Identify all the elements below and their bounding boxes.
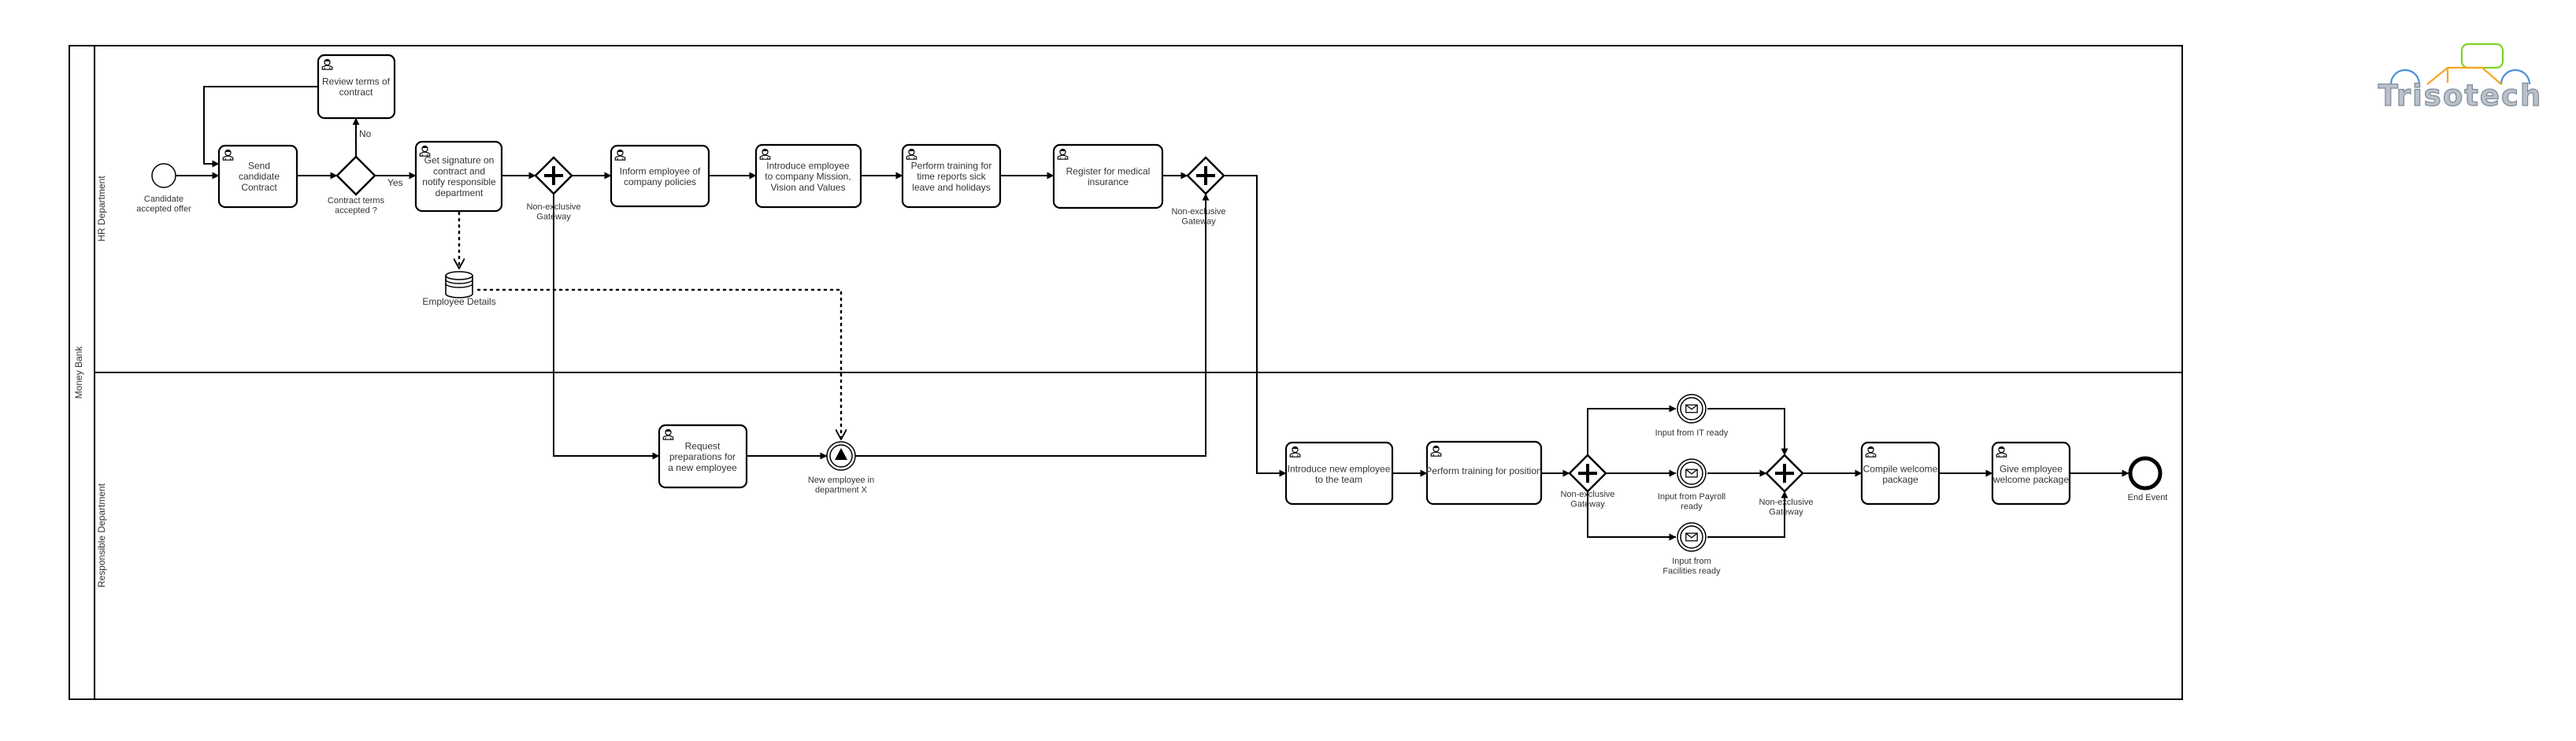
flow-split-to-request[interactable] — [553, 194, 660, 460]
task-perform-training-position[interactable]: Perform training for position — [1425, 440, 1543, 506]
end-event-label: End Event — [2128, 493, 2168, 502]
logo-wordmark: Trisotech — [2378, 79, 2543, 113]
gateway-split-rd[interactable] — [1568, 454, 1607, 493]
logo-box — [2460, 43, 2504, 69]
trisotech-logo: Trisotech — [2378, 43, 2543, 113]
flow-label-no: No — [359, 128, 372, 139]
flow-split-to-facilities[interactable] — [1587, 491, 1677, 541]
data-store-label: Employee Details — [422, 296, 495, 307]
gateway-join-rd[interactable] — [1765, 454, 1804, 493]
envelope-icon — [1685, 532, 1698, 542]
data-associations — [459, 211, 841, 441]
sequence-flows — [176, 86, 2129, 541]
flow-split-to-it[interactable] — [1587, 405, 1677, 455]
flow-label-yes: Yes — [387, 177, 403, 188]
lane-hr-department[interactable]: HR Department — [95, 176, 2182, 373]
task-perform-training-position-label: Perform training for position — [1425, 465, 1541, 476]
pool-label: Money Bank — [73, 346, 84, 399]
lane-label-responsible: Responsible Department — [96, 483, 107, 587]
message-event-payroll[interactable] — [1677, 458, 1707, 488]
gateway-join-hr[interactable] — [1186, 156, 1225, 195]
flow-join-to-introduce-team[interactable] — [1224, 175, 1287, 477]
signal-triangle-icon — [835, 448, 847, 460]
flow-event-to-join[interactable] — [855, 193, 1210, 457]
data-store-employee-details[interactable] — [445, 271, 473, 298]
flow-review-to-send[interactable] — [203, 86, 318, 168]
flow-it-to-join[interactable] — [1707, 408, 1788, 456]
lane-responsible-department[interactable]: Responsible Department — [96, 483, 107, 587]
start-event[interactable] — [151, 163, 176, 188]
envelope-icon — [1685, 469, 1698, 478]
lane-label-hr: HR Department — [96, 176, 107, 242]
logo-mark — [2389, 43, 2531, 85]
logo-arc-right — [2500, 69, 2531, 85]
envelope-icon — [1685, 404, 1698, 413]
message-event-facilities[interactable] — [1677, 522, 1707, 552]
signal-event-new-employee[interactable] — [826, 441, 856, 471]
logo-branch — [2426, 66, 2502, 85]
flow-facilities-to-join[interactable] — [1707, 491, 1788, 538]
gateway-split-hr[interactable] — [534, 156, 573, 195]
association-datastore-to-event[interactable] — [476, 288, 841, 441]
end-event[interactable] — [2128, 456, 2163, 491]
message-event-it[interactable] — [1677, 394, 1707, 424]
gateway-contract-accepted[interactable] — [335, 155, 376, 196]
logo-arc-left — [2389, 69, 2421, 85]
message-event-it-label: Input from IT ready — [1655, 428, 1729, 438]
